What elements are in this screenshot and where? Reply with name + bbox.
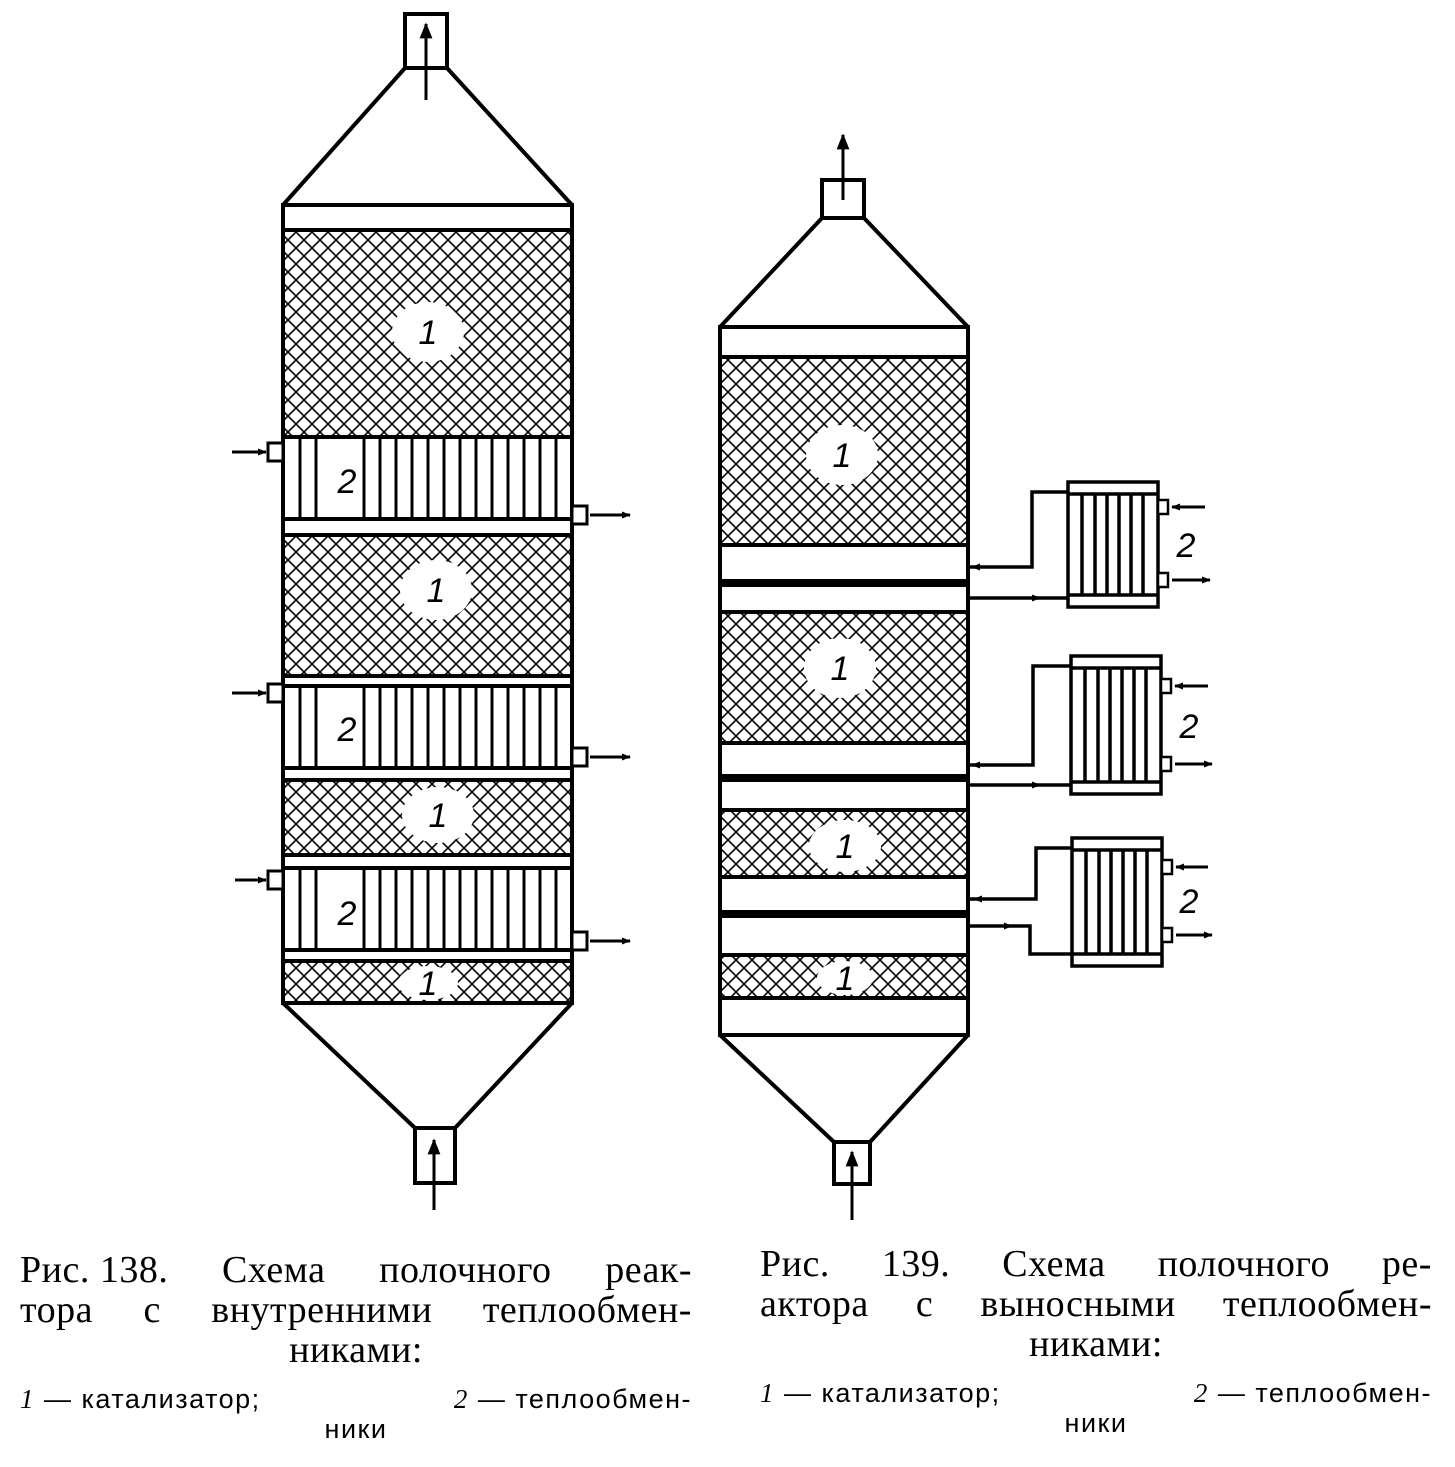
labels-139: 1 1 1 1 2 2 2 <box>804 425 1199 998</box>
bottom-cone <box>281 1001 574 1130</box>
catalyst-label: 1 <box>833 437 852 475</box>
process-line-out <box>968 846 1072 901</box>
caption-line: Рис. 138. Схема полочного реак- <box>20 1249 692 1291</box>
legend-item: 1 — катализатор; <box>760 1378 1001 1408</box>
top-cone <box>281 66 574 207</box>
reactor-139 <box>718 133 970 1220</box>
caption-line: актора с выносными теплообмен- <box>760 1283 1432 1325</box>
tube-bundles-138 <box>298 439 558 948</box>
reactor-shell <box>718 325 970 1037</box>
external-exchangers-139 <box>968 480 1213 968</box>
legend-item: 1 — катализатор; <box>20 1384 261 1414</box>
coolant-inlet-nozzle <box>266 441 285 463</box>
exchanger-label: 2 <box>1179 708 1199 746</box>
caption-line: тора с внутренними теплообмен- <box>20 1289 692 1331</box>
reactor-shell <box>281 203 574 1005</box>
caption-line: никами: <box>289 1329 423 1371</box>
coolant-inlet-nozzle <box>266 869 285 891</box>
exchanger-label: 2 <box>337 895 357 933</box>
heat-exchanger <box>968 480 1211 609</box>
legend-tail: ники <box>324 1414 388 1444</box>
catalyst-label: 1 <box>419 314 438 352</box>
coolant-outlet-nozzle <box>570 930 589 952</box>
catalyst-label: 1 <box>836 960 855 998</box>
caption-fig138: Рис. 138. Схема полочного реак- тора с в… <box>20 1250 692 1444</box>
legend-tail: ники <box>1064 1408 1128 1438</box>
process-line-out <box>968 664 1071 767</box>
process-line-out <box>968 490 1068 569</box>
catalyst-label: 1 <box>836 828 855 866</box>
legend: 1 — катализатор; 2 — теплообмен- <box>760 1378 1432 1408</box>
coolant-connections-138 <box>232 441 631 952</box>
reactor-138 <box>281 12 574 1210</box>
legend-item: 2 — теплообмен- <box>453 1384 692 1414</box>
catalyst-label: 1 <box>419 965 438 1003</box>
tube-bundle <box>298 439 558 517</box>
catalyst-label: 1 <box>831 650 850 688</box>
coolant-inlet-nozzle <box>266 682 285 704</box>
coolant-outlet-nozzle <box>570 504 589 526</box>
caption-line: Рис. 139. Схема полочного ре- <box>760 1243 1432 1285</box>
labels-138: 1 1 1 1 2 2 2 <box>334 302 474 1003</box>
coolant-outlet-nozzle <box>570 746 589 768</box>
tube-bundle <box>298 870 558 948</box>
exchanger-label: 2 <box>337 711 357 749</box>
tube-bundle <box>298 688 558 766</box>
bottom-cone <box>718 1033 970 1144</box>
legend: 1 — катализатор; 2 — теплообмен- <box>20 1384 692 1414</box>
top-cone <box>718 216 970 329</box>
heat-exchanger <box>968 836 1213 968</box>
caption-fig139: Рис. 139. Схема полочного ре- актора с в… <box>760 1244 1432 1438</box>
caption-line: никами: <box>1029 1323 1163 1365</box>
exchanger-label: 2 <box>1176 527 1196 565</box>
exchanger-label: 2 <box>1179 883 1199 921</box>
exchanger-label: 2 <box>337 463 357 501</box>
catalyst-label: 1 <box>427 572 446 610</box>
legend-item: 2 — теплообмен- <box>1193 1378 1432 1408</box>
process-line-in <box>968 924 1072 956</box>
heat-exchanger <box>968 654 1213 796</box>
catalyst-label: 1 <box>429 797 448 835</box>
